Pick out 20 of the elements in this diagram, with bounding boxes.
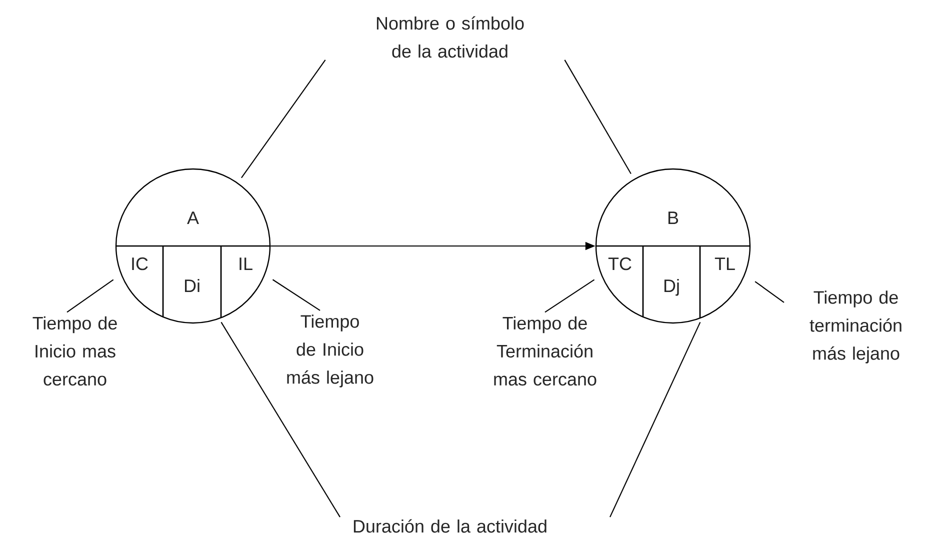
annotation-text: Tiempo de Terminación mas cercano (494, 316, 596, 386)
leader-line (564, 60, 632, 174)
section-label: TL (714, 258, 735, 270)
leader-line (66, 279, 114, 313)
annotation-text: Duración de la actividad (354, 519, 546, 533)
leader-line (544, 279, 595, 313)
annotation-text: Tiempo de Inicio más lejano (287, 314, 374, 388)
leader-line (610, 322, 701, 518)
leader-line (220, 322, 340, 518)
section-label: TC (608, 257, 632, 270)
section-label: IL (240, 258, 252, 270)
leader-line (754, 281, 784, 303)
annotation-text: Tiempo de terminación más lejano (810, 290, 902, 364)
section-label: Di (184, 278, 200, 292)
section-label: Dj (664, 278, 679, 296)
annotation-text: Nombre o símbolo de la actividad (376, 16, 524, 58)
leader-line (241, 60, 326, 178)
annotation-text: Tiempo de Inicio mas cercano (32, 316, 117, 386)
leader-line (272, 279, 320, 311)
section-label: IC (132, 257, 148, 270)
